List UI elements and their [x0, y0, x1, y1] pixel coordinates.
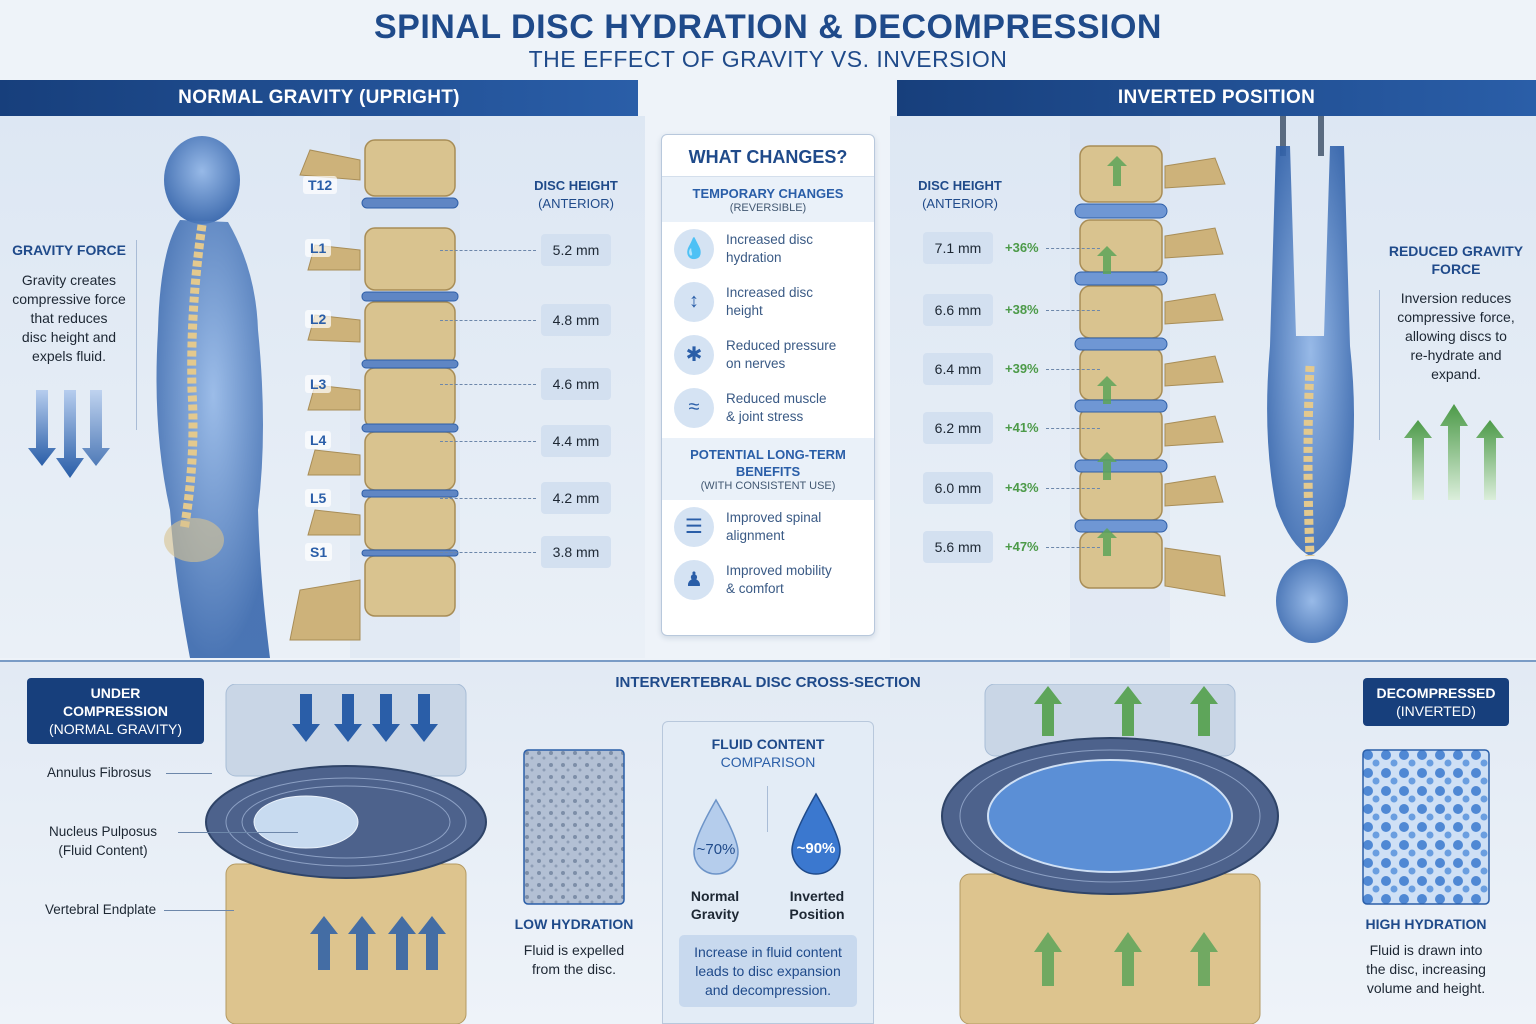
leader-line [164, 910, 234, 911]
list-item-muscle: ≈ Reduced muscle& joint stress [662, 381, 874, 434]
spine-inverted-illustration [1070, 116, 1226, 658]
human-upright-illustration [156, 136, 270, 658]
banner-normal-gravity: NORMAL GRAVITY (UPRIGHT) [0, 80, 638, 116]
disc-height-heading-left: DISC HEIGHT (ANTERIOR) [534, 178, 618, 211]
level-label-l4: L4 [305, 431, 332, 449]
high-hydration-heading: HIGH HYDRATION [1365, 916, 1487, 932]
up-arrows-icon [1404, 404, 1504, 500]
increase-badge: +39% [1005, 361, 1039, 376]
level-label-l5: L5 [305, 489, 332, 507]
vertebral-endplate-label: Vertebral Endplate [45, 902, 157, 917]
water-drop-normal-icon [693, 798, 739, 875]
nerve-icon: ✱ [674, 334, 714, 375]
increase-badge: +38% [1005, 302, 1039, 317]
inverted-fluid-value: ~90% [796, 840, 836, 857]
under-compression-tag: UNDER COMPRESSION (NORMAL GRAVITY) [27, 678, 204, 744]
normal-fluid-value: ~70% [696, 841, 736, 858]
disc-height-value-inverted-3: 6.4 mm [923, 353, 993, 385]
increase-badge: +43% [1005, 480, 1039, 495]
cross-section-title: INTERVERTEBRAL DISC CROSS-SECTION [615, 674, 921, 691]
leader-line [166, 773, 212, 774]
page-subtitle: THE EFFECT OF GRAVITY VS. INVERSION [528, 46, 1008, 72]
decompressed-tag: DECOMPRESSED (INVERTED) [1363, 678, 1509, 726]
disc-height-value-l3: 4.6 mm [541, 368, 611, 400]
leader-line [1046, 547, 1100, 548]
divider-line [767, 786, 768, 832]
increase-badge: +41% [1005, 420, 1039, 435]
annulus-fibrosus-label: Annulus Fibrosus [47, 765, 152, 780]
leader-line [440, 552, 536, 553]
person-icon: ♟ [674, 559, 714, 600]
level-label-l2: L2 [305, 310, 332, 328]
muscle-icon: ≈ [674, 387, 714, 428]
leader-line [1046, 488, 1100, 489]
leader-line [178, 832, 298, 833]
water-drop-inverted-icon [791, 792, 841, 875]
spine-upright-illustration [289, 120, 460, 658]
disc-height-value-l5: 4.2 mm [541, 482, 611, 514]
fluid-content-subheading: COMPARISON [720, 754, 816, 770]
level-label-l1: L1 [305, 239, 332, 257]
compressed-disc-illustration [205, 684, 487, 1024]
what-changes-card: WHAT CHANGES? TEMPORARY CHANGES (REVERSI… [661, 134, 875, 636]
leader-line [440, 250, 536, 251]
disc-height-value-inverted-5: 6.0 mm [923, 472, 993, 504]
divider-line [136, 240, 137, 430]
human-inverted-illustration [1267, 116, 1354, 643]
leader-line [440, 384, 536, 385]
leader-line [1046, 248, 1100, 249]
leader-line [1046, 310, 1100, 311]
disc-height-value-s1: 3.8 mm [541, 536, 611, 568]
leader-line [440, 498, 536, 499]
disc-height-value-inverted-1: 7.1 mm [923, 232, 993, 264]
leader-line [440, 320, 536, 321]
water-drop-icon: 💧 [674, 228, 714, 269]
increase-badge: +47% [1005, 539, 1039, 554]
disc-height-value-inverted-2: 6.6 mm [923, 294, 993, 326]
disc-height-icon: ↕ [674, 281, 714, 322]
down-arrows-icon [28, 390, 110, 478]
disc-height-value-inverted-6: 5.6 mm [923, 531, 993, 563]
disc-height-value-l2: 4.8 mm [541, 304, 611, 336]
disc-height-value-l1: 5.2 mm [541, 234, 611, 266]
divider-line [1379, 290, 1380, 440]
leader-line [1046, 428, 1100, 429]
temporary-changes-header: TEMPORARY CHANGES (REVERSIBLE) [662, 177, 874, 222]
leader-line [1046, 369, 1100, 370]
low-hydration-magnified-texture [523, 749, 625, 905]
low-hydration-heading: LOW HYDRATION [514, 916, 634, 932]
gravity-force-heading: GRAVITY FORCE [12, 242, 126, 258]
level-label-l3: L3 [305, 375, 332, 393]
leader-line [440, 441, 536, 442]
list-item-mobility: ♟ Improved mobility& comfort [662, 553, 874, 606]
level-label-s1: S1 [305, 543, 333, 561]
increase-badge: +36% [1005, 240, 1039, 255]
spine-icon: ☰ [674, 506, 714, 547]
disc-height-value-l4: 4.4 mm [541, 425, 611, 457]
disc-height-heading-right: DISC HEIGHT (ANTERIOR) [918, 178, 1002, 211]
nucleus-pulposus-label: Nucleus Pulposus(Fluid Content) [48, 824, 158, 858]
fluid-content-heading: FLUID CONTENT [711, 736, 825, 752]
longterm-benefits-header: POTENTIAL LONG-TERM BENEFITS (WITH CONSI… [662, 438, 874, 500]
banner-inverted: INVERTED POSITION [897, 80, 1536, 116]
page-title: SPINAL DISC HYDRATION & DECOMPRESSION [374, 8, 1162, 46]
what-changes-title: WHAT CHANGES? [662, 135, 874, 177]
decompressed-disc-illustration [941, 684, 1279, 1024]
high-hydration-magnified-texture [1362, 749, 1490, 905]
disc-height-value-inverted-4: 6.2 mm [923, 412, 993, 444]
level-label-t12: T12 [303, 176, 338, 194]
